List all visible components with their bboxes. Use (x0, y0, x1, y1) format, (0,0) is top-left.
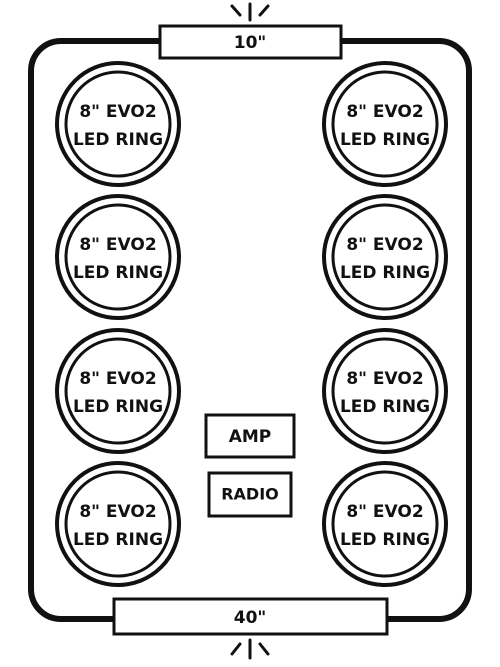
ring-label-line2: LED RING (340, 530, 430, 550)
ring-label-line1: 8" EVO2 (79, 102, 156, 122)
ring-label-line1: 8" EVO2 (346, 502, 423, 522)
top-dimension-label: 10" (234, 33, 267, 53)
bottom-dimension-tab: 40" (112, 597, 389, 660)
led-ring-left-3: 8" EVO2 LED RING (55, 328, 181, 454)
ring-label-line1: 8" EVO2 (346, 102, 423, 122)
ring-label-line2: LED RING (73, 397, 163, 417)
led-ring-right-4: 8" EVO2 LED RING (322, 461, 448, 587)
led-ring-right-1: 8" EVO2 LED RING (322, 61, 448, 187)
ring-label-line2: LED RING (340, 130, 430, 150)
ring-label-line1: 8" EVO2 (346, 235, 423, 255)
ring-label-line1: 8" EVO2 (346, 369, 423, 389)
ring-label-line1: 8" EVO2 (79, 369, 156, 389)
ring-label-line2: LED RING (73, 263, 163, 283)
led-ring-left-1: 8" EVO2 LED RING (55, 61, 181, 187)
ring-label-line2: LED RING (340, 263, 430, 283)
radio-box: RADIO (207, 471, 293, 518)
top-dimension-tab: 10" (158, 2, 343, 60)
ring-label-line2: LED RING (73, 130, 163, 150)
amp-box: AMP (204, 413, 296, 459)
ring-label-line1: 8" EVO2 (79, 235, 156, 255)
ring-label-line2: LED RING (340, 397, 430, 417)
led-ring-left-4: 8" EVO2 LED RING (55, 461, 181, 587)
led-ring-left-2: 8" EVO2 LED RING (55, 194, 181, 320)
ring-label-line2: LED RING (73, 530, 163, 550)
led-ring-right-2: 8" EVO2 LED RING (322, 194, 448, 320)
bottom-dimension-label: 40" (234, 608, 267, 628)
bottom-tick-marks (230, 638, 270, 660)
radio-label: RADIO (221, 485, 279, 504)
top-tick-marks (230, 2, 270, 22)
led-ring-right-3: 8" EVO2 LED RING (322, 328, 448, 454)
amp-label: AMP (229, 427, 272, 447)
ring-label-line1: 8" EVO2 (79, 502, 156, 522)
